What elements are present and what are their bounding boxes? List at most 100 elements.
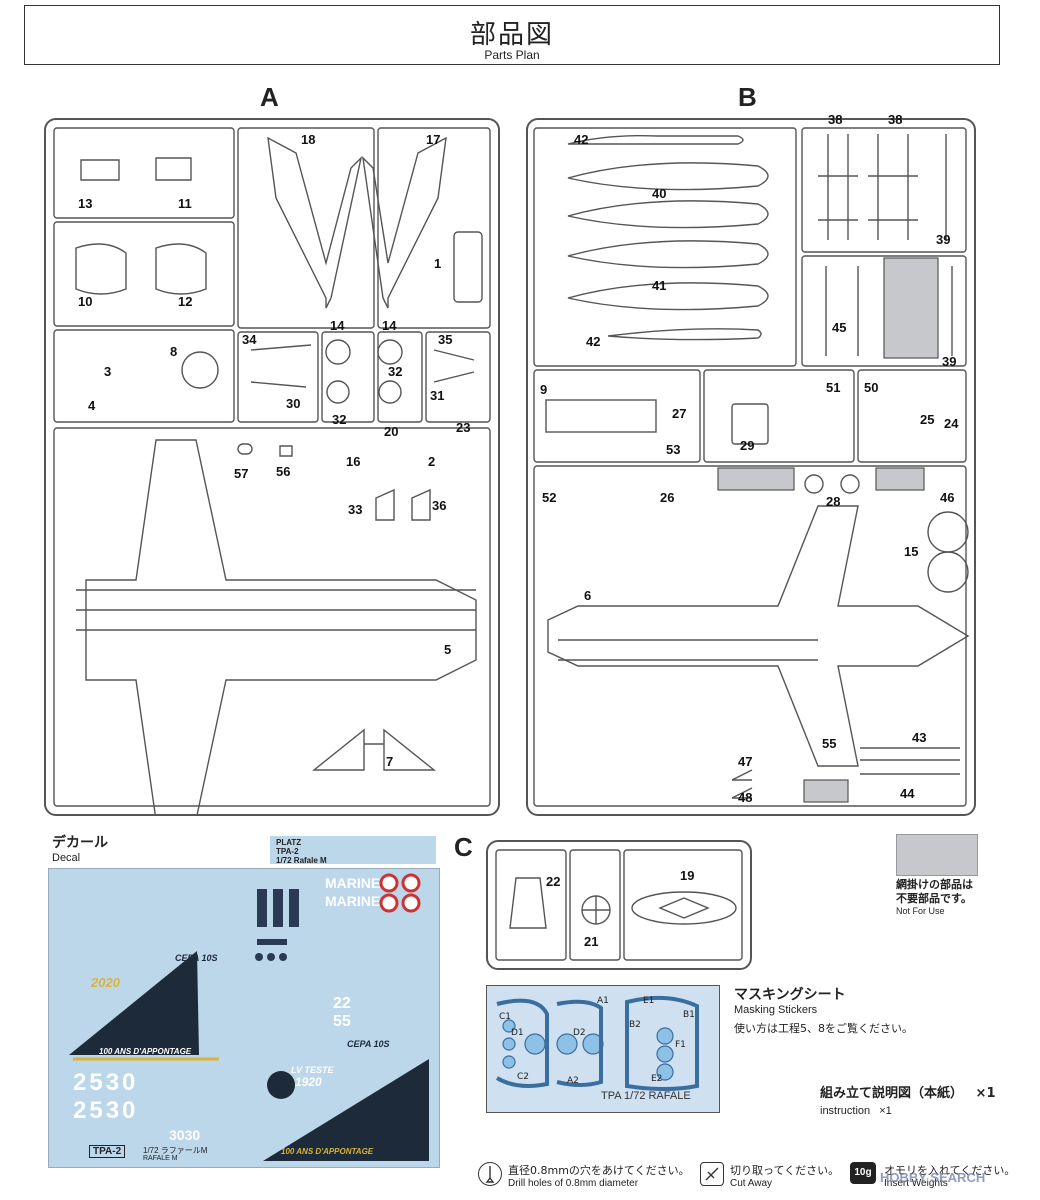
- decal-apportage-1: 100 ANS D'APPONTAGE: [99, 1047, 192, 1056]
- part-label: 57: [234, 466, 249, 481]
- decal-small-number: 3030: [169, 1127, 201, 1143]
- part-label: 24: [944, 416, 959, 431]
- masking-title-en: Masking Stickers: [734, 1004, 818, 1016]
- instruction-item: 組み立て説明図（本紙） ×1 instruction ×1: [820, 1082, 996, 1117]
- instruction-mult-2: ×1: [879, 1105, 892, 1117]
- cut-icon: [700, 1162, 724, 1186]
- sprue-c-drawing: [495, 849, 743, 961]
- decal-big-number-1: 2530: [73, 1069, 139, 1096]
- mask-label-b1: B1: [683, 1010, 695, 1020]
- decal-apportage-2: 100 ANS D'APPONTAGE: [281, 1147, 374, 1156]
- decal-big-number-2: 2530: [73, 1097, 139, 1124]
- part-label: 51: [826, 380, 841, 395]
- part-label: 39: [936, 232, 951, 247]
- part-label: 44: [900, 786, 915, 801]
- weight-icon: 10g: [850, 1162, 876, 1184]
- decal-scale-name: 1/72 ラファールM: [143, 1146, 208, 1155]
- mask-label-e1: E1: [643, 996, 655, 1006]
- part-label: 19: [680, 868, 695, 883]
- cut-text-jp: 切り取ってください。: [730, 1164, 840, 1177]
- legend-jp-line2: 不要部品です。: [896, 892, 972, 905]
- mask-label-a1: A1: [597, 996, 609, 1006]
- part-label: 4: [88, 398, 96, 413]
- part-label: 45: [832, 320, 847, 335]
- instruction-jp: 組み立て説明図（本紙）: [820, 1086, 964, 1101]
- header-title-en: Parts Plan: [484, 48, 540, 62]
- decal-header-brand: PLATZ: [276, 838, 302, 847]
- part-label: 41: [652, 278, 667, 293]
- not-for-use-swatch: [896, 834, 978, 876]
- part-label: 6: [584, 588, 592, 603]
- part-label: 5: [444, 642, 452, 657]
- sprue-c-frame: 22 19 21: [486, 840, 752, 970]
- part-label: 3: [104, 364, 112, 379]
- legend-en: Not For Use: [896, 906, 945, 916]
- decal-artwork: [69, 873, 429, 1161]
- part-label: 27: [672, 406, 687, 421]
- part-label: 46: [940, 490, 955, 505]
- decal-header-scale: 1/72 Rafale M: [276, 856, 327, 865]
- legend-jp-line1: 網掛けの部品は: [896, 878, 973, 891]
- decal-tpa-badge: TPA-2: [89, 1145, 126, 1158]
- mask-label-f1: F1: [675, 1040, 686, 1050]
- sprue-a-frame: 18 17 13 11 1 10 12 14 14 8 34 35 3 32 3…: [44, 118, 500, 816]
- part-label: 26: [660, 490, 675, 505]
- decal-tail-55: 55: [333, 1013, 351, 1030]
- part-label: 7: [386, 754, 394, 769]
- part-label: 38: [888, 112, 903, 127]
- sprue-a-label: A: [260, 82, 279, 112]
- decal-cepa-1: CEPA 10S: [175, 953, 218, 963]
- mask-label-b2: B2: [629, 1020, 641, 1030]
- part-label: 8: [170, 344, 178, 359]
- sprue-c-label: C: [454, 832, 473, 862]
- part-label: 17: [426, 132, 441, 147]
- decal-marine-1: MARINE: [325, 875, 381, 891]
- cut-text-en: Cut Away: [730, 1178, 773, 1189]
- part-label: 10: [78, 294, 93, 309]
- part-label: 9: [540, 382, 548, 397]
- sprue-b-label: B: [738, 82, 757, 112]
- part-label: 53: [666, 442, 681, 457]
- part-label: 15: [904, 544, 919, 559]
- part-label: 20: [384, 424, 399, 439]
- sprue-b-frame: 38 38 42 40 39 41 45 42 39 9 51 50 27 25…: [526, 112, 976, 816]
- decal-title-jp: デカール: [52, 835, 108, 851]
- decal-header-code: TPA-2: [276, 847, 299, 856]
- part-label: 25: [920, 412, 935, 427]
- decal-rafale-text: RAFALE M: [143, 1155, 178, 1162]
- not-for-use-legend: 網掛けの部品は 不要部品です。 Not For Use: [896, 878, 973, 916]
- sprue-b-drawing: [533, 127, 970, 807]
- masking-sheet: C1 D1 A1 D2 C2 A2 B2 E1 B1 F1 E2 TPA 1/7…: [486, 985, 720, 1113]
- part-label: 21: [584, 934, 599, 949]
- decal-tail-22: 22: [333, 995, 351, 1012]
- part-label: 18: [301, 132, 316, 147]
- header-title-jp: 部品図: [469, 20, 554, 50]
- part-label: 50: [864, 380, 879, 395]
- part-label: 30: [286, 396, 301, 411]
- masking-artwork: [495, 995, 699, 1091]
- decal-sheet-header: PLATZ TPA-2 1/72 Rafale M: [270, 836, 436, 865]
- decal-title-en: Decal: [52, 852, 81, 864]
- masking-title: マスキングシート Masking Stickers 使い方は工程5、8をご覧くだ…: [734, 984, 913, 1036]
- part-label: 38: [828, 112, 843, 127]
- masking-sheet-label: TPA 1/72 RAFALE: [601, 1090, 691, 1102]
- part-label: 32: [332, 412, 347, 427]
- part-label: 2: [428, 454, 436, 469]
- masking-title-jp: マスキングシート: [734, 987, 846, 1003]
- decal-sheet: MARINE MARINE 2020 CEPA 10S 100 ANS D'AP…: [48, 868, 440, 1168]
- part-label: 52: [542, 490, 557, 505]
- part-label: 39: [942, 354, 957, 369]
- decal-marine-2: MARINE: [325, 893, 381, 909]
- part-label: 47: [738, 754, 753, 769]
- part-label: 40: [652, 186, 667, 201]
- decal-title: デカール Decal: [52, 832, 108, 864]
- footer-legend: 直径0.8mmの穴をあけてください。 Drill holes of 0.8mm …: [478, 1160, 1018, 1194]
- drill-text-en: Drill holes of 0.8mm diameter: [508, 1178, 639, 1189]
- watermark: HOBBY SEARCH: [880, 1170, 986, 1185]
- part-label: 33: [348, 502, 363, 517]
- part-label: 31: [430, 388, 445, 403]
- drill-text-jp: 直径0.8mmの穴をあけてください。: [508, 1164, 690, 1177]
- mask-label-d2: D2: [573, 1028, 586, 1038]
- part-label: 22: [546, 874, 561, 889]
- mask-label-c2: C2: [517, 1072, 530, 1082]
